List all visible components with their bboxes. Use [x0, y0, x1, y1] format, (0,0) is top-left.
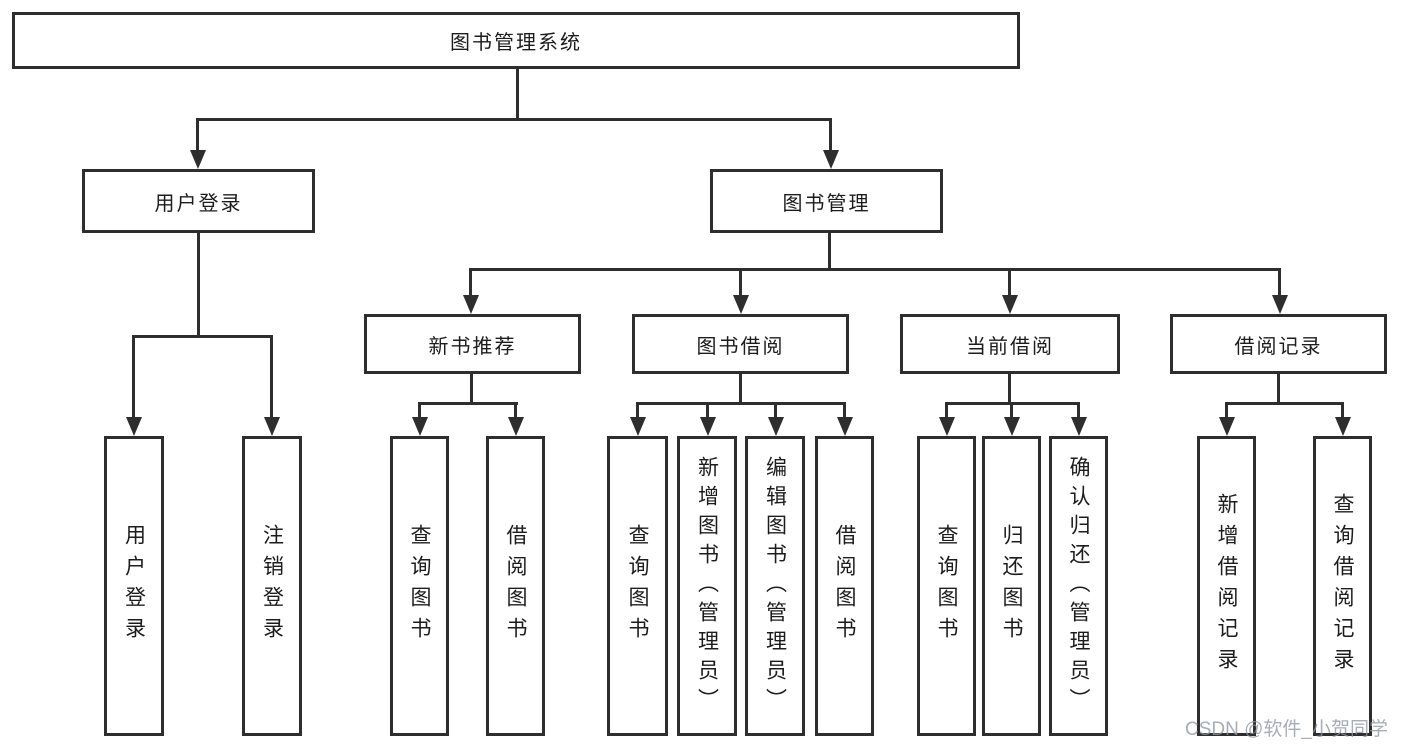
- leaf-logout: 注销登录: [242, 436, 302, 736]
- connector-drop: [706, 402, 709, 419]
- leaf-add-books-admin: 新增图书（管理员）: [677, 436, 737, 736]
- connector-book-mgmt-stub: [828, 233, 831, 271]
- connector-borrow-stub: [739, 374, 742, 405]
- leaf-newrec-query-books-label: 查询图书: [408, 524, 431, 648]
- leaf-return-books: 归还图书: [982, 436, 1041, 736]
- arrow-down-icon: [1004, 417, 1020, 436]
- leaf-user-login-label: 用户登录: [122, 524, 146, 648]
- connector-drop: [843, 402, 846, 419]
- borrow-record-node-label: 借阅记录: [1234, 335, 1323, 358]
- connector-user-group-hline: [132, 335, 273, 338]
- borrow-record-node: 借阅记录: [1170, 314, 1387, 374]
- leaf-add-borrow-record-label: 新增借阅记录: [1215, 493, 1238, 679]
- arrow-down-icon: [630, 417, 646, 436]
- connector-newrec-stub: [470, 374, 473, 405]
- connector-root-stub: [516, 69, 519, 121]
- leaf-current-query-books: 查询图书: [917, 436, 976, 736]
- leaf-borrow-query-books: 查询图书: [607, 436, 668, 736]
- leaf-newrec-query-books: 查询图书: [390, 436, 449, 736]
- connector-borrow-hline: [636, 402, 846, 405]
- leaf-query-borrow-record-label: 查询借阅记录: [1331, 493, 1354, 679]
- connector-drop: [774, 402, 777, 419]
- connector-drop: [1225, 402, 1228, 419]
- arrow-down-icon: [1335, 417, 1351, 436]
- leaf-add-books-admin-label: 新增图书（管理员）: [695, 455, 719, 717]
- connector-drop: [1077, 402, 1080, 419]
- connector-drop: [514, 402, 517, 419]
- connector-level2-hline: [196, 118, 832, 121]
- user-login-node-label: 用户登录: [154, 192, 243, 215]
- arrow-down-icon: [126, 417, 142, 436]
- csdn-watermark: CSDN @软件_小贺同学: [1185, 719, 1388, 740]
- arrow-down-icon: [823, 150, 839, 169]
- book-management-node-label: 图书管理: [782, 192, 871, 215]
- arrow-down-icon: [733, 295, 749, 314]
- arrow-down-icon: [190, 150, 206, 169]
- leaf-newrec-borrow-books-label: 借阅图书: [504, 524, 527, 648]
- connector-record-hline: [1225, 402, 1343, 405]
- connector-drop-book-borrow: [739, 268, 742, 297]
- connector-record-stub: [1277, 374, 1280, 405]
- arrow-down-icon: [1002, 295, 1018, 314]
- connector-drop-leaf-user-login: [132, 335, 135, 419]
- new-book-recommend-node-label: 新书推荐: [428, 335, 517, 358]
- arrow-down-icon: [412, 417, 428, 436]
- book-management-node: 图书管理: [710, 169, 943, 233]
- leaf-return-books-label: 归还图书: [1000, 524, 1023, 648]
- leaf-add-borrow-record: 新增借阅记录: [1197, 436, 1256, 736]
- book-borrow-node: 图书借阅: [632, 314, 849, 374]
- new-book-recommend-node: 新书推荐: [364, 314, 581, 374]
- connector-drop: [636, 402, 639, 419]
- user-login-node: 用户登录: [82, 169, 315, 233]
- leaf-edit-books-admin-label: 编辑图书（管理员）: [763, 455, 787, 717]
- leaf-newrec-borrow-books: 借阅图书: [486, 436, 545, 736]
- root-node-label: 图书管理系统: [450, 32, 582, 54]
- leaf-borrow-query-books-label: 查询图书: [626, 524, 649, 648]
- arrow-down-icon: [700, 417, 716, 436]
- connector-current-stub: [1008, 374, 1011, 405]
- connector-drop: [945, 402, 948, 419]
- leaf-logout-label: 注销登录: [260, 524, 284, 648]
- leaf-user-login: 用户登录: [104, 436, 164, 736]
- arrow-down-icon: [768, 417, 784, 436]
- leaf-confirm-return-admin: 确认归还（管理员）: [1049, 436, 1108, 736]
- connector-drop: [418, 402, 421, 419]
- leaf-query-borrow-record: 查询借阅记录: [1313, 436, 1372, 736]
- connector-drop-leaf-logout: [270, 335, 273, 419]
- connector-drop-borrow-record: [1278, 268, 1281, 297]
- leaf-borrow-borrow-books: 借阅图书: [815, 436, 874, 736]
- book-borrow-node-label: 图书借阅: [696, 335, 785, 358]
- leaf-borrow-borrow-books-label: 借阅图书: [833, 524, 856, 648]
- root-node-library-management-system: 图书管理系统: [12, 12, 1020, 69]
- connector-drop-book-mgmt: [829, 118, 832, 152]
- arrow-down-icon: [463, 295, 479, 314]
- connector-drop-new-book-recommend: [469, 268, 472, 297]
- arrow-down-icon: [264, 417, 280, 436]
- connector-user-login-stub: [197, 233, 200, 338]
- connector-newrec-hline: [418, 402, 518, 405]
- connector-drop: [1010, 402, 1013, 419]
- arrow-down-icon: [508, 417, 524, 436]
- connector-drop-user-login: [196, 118, 199, 152]
- arrow-down-icon: [939, 417, 955, 436]
- arrow-down-icon: [1272, 295, 1288, 314]
- current-borrow-node-label: 当前借阅: [966, 335, 1054, 358]
- connector-level3-hline: [469, 268, 1281, 271]
- connector-drop: [1341, 402, 1344, 419]
- leaf-current-query-books-label: 查询图书: [935, 524, 958, 648]
- arrow-down-icon: [1219, 417, 1235, 436]
- current-borrow-node: 当前借阅: [900, 314, 1120, 374]
- arrow-down-icon: [1071, 417, 1087, 436]
- leaf-confirm-return-admin-label: 确认归还（管理员）: [1067, 455, 1090, 717]
- arrow-down-icon: [837, 417, 853, 436]
- leaf-edit-books-admin: 编辑图书（管理员）: [745, 436, 805, 736]
- connector-drop-current-borrow: [1008, 268, 1011, 297]
